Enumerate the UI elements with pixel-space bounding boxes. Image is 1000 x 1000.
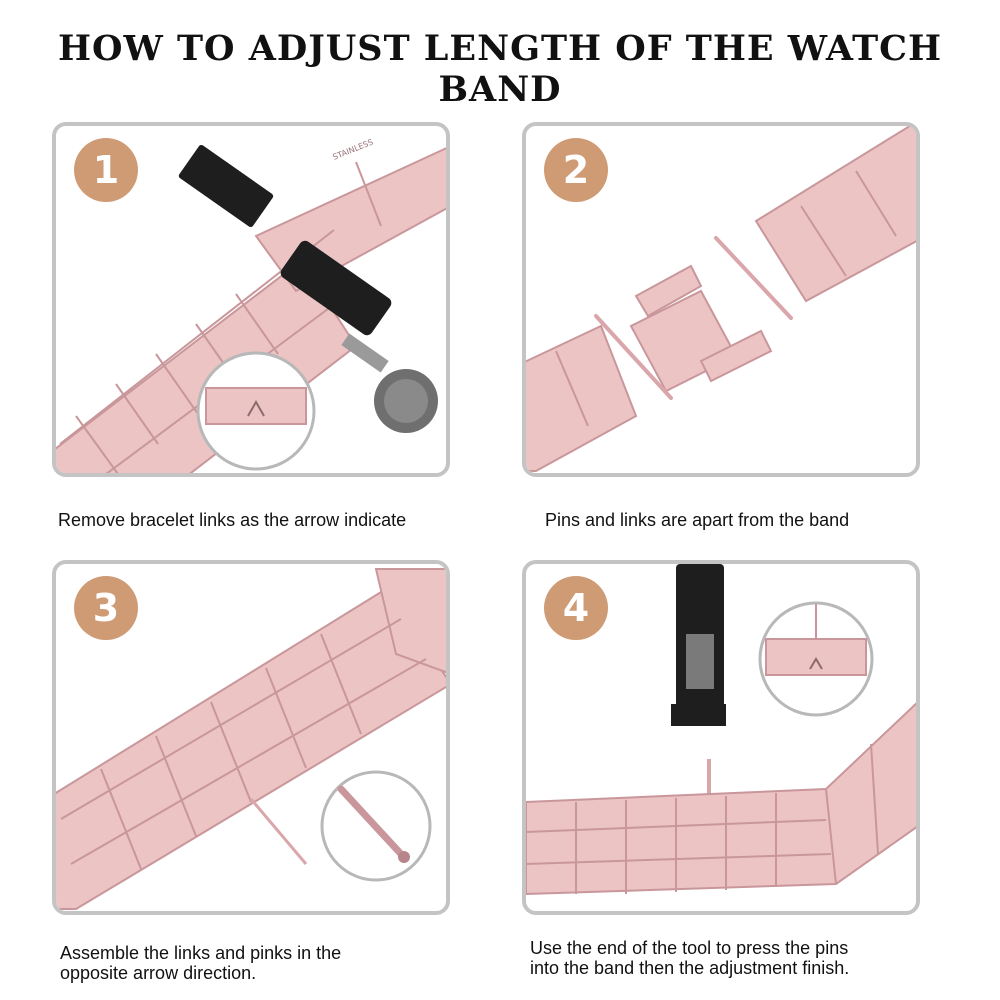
band-left-section [526, 324, 638, 472]
step-1-badge: 1 [74, 138, 138, 202]
pin-remover-tool [671, 564, 726, 726]
band-stamp-text: STAINLESS [331, 137, 374, 161]
step-3-caption-line-1: Assemble the links and pinks in the [60, 943, 342, 963]
step-1-caption: Remove bracelet links as the arrow indic… [58, 510, 407, 530]
step-2-badge: 2 [544, 138, 608, 202]
band-link-seams [526, 743, 879, 894]
step-3-caption-line-2: opposite arrow direction. [60, 963, 257, 983]
page-title: HOW TO ADJUST LENGTH OF THE WATCH BAND [57, 28, 943, 110]
step-3-illustration [56, 568, 446, 910]
step-1-panel: STAINLESS 1 [52, 122, 450, 477]
step-2-panel: 2 [522, 122, 920, 477]
pin [249, 798, 308, 865]
step-4-caption-line-2: into the band then the adjustment finish… [530, 958, 850, 978]
watch-band [526, 702, 916, 896]
pin-detail-inset [320, 770, 432, 882]
step-4-badge: 4 [544, 576, 608, 640]
step-3-badge: 3 [74, 576, 138, 640]
arrow-detail-inset [196, 351, 316, 471]
up-arrow-icon [247, 399, 265, 417]
band-right-section [754, 126, 916, 303]
step-2-caption: Pins and links are apart from the band [545, 510, 850, 530]
arrow-detail-inset [758, 601, 874, 717]
step-4-caption-line-1: Use the end of the tool to press the pin… [530, 938, 849, 958]
band-link-seams [60, 618, 427, 870]
watch-band [56, 568, 446, 910]
loose-pins [594, 236, 793, 400]
up-arrow-icon [809, 657, 823, 670]
step-4-illustration [526, 564, 916, 896]
pin-remover-tool [178, 144, 438, 433]
step-2-illustration [526, 126, 916, 472]
step-4-panel: 4 [522, 560, 920, 915]
removed-link [629, 264, 773, 393]
step-1-illustration: STAINLESS [56, 137, 446, 473]
step-3-panel: 3 [52, 560, 450, 915]
